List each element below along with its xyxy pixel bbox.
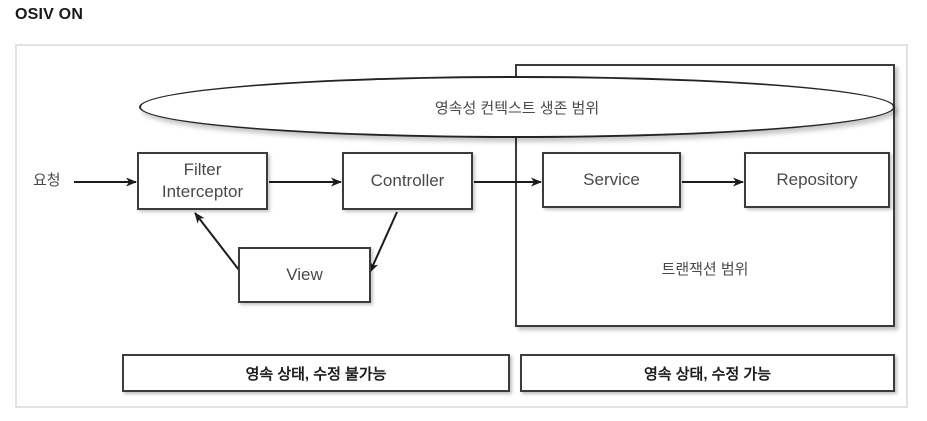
state-bar-writable: 영속 상태, 수정 가능 bbox=[520, 354, 895, 392]
request-label: 요청 bbox=[33, 172, 61, 189]
state-bar-writable-label: 영속 상태, 수정 가능 bbox=[643, 365, 772, 383]
node-service[interactable]: Service bbox=[542, 152, 681, 208]
node-filter-line1: Filter bbox=[183, 160, 222, 179]
node-view[interactable]: View bbox=[238, 247, 371, 303]
node-controller[interactable]: Controller bbox=[342, 152, 473, 210]
node-repository[interactable]: Repository bbox=[744, 152, 890, 208]
node-repository-label: Repository bbox=[776, 170, 858, 189]
arrow-layer bbox=[74, 177, 744, 273]
node-service-label: Service bbox=[583, 170, 640, 189]
page-title: OSIV ON bbox=[15, 6, 84, 23]
persistence-context-scope-ellipse: 영속성 컨텍스트 생존 범위 bbox=[139, 76, 895, 138]
diagram-frame: 영속성 컨텍스트 생존 범위 요청 Filter bbox=[15, 44, 908, 408]
persistence-context-scope-label: 영속성 컨텍스트 생존 범위 bbox=[434, 99, 600, 117]
node-filter-line2: Interceptor bbox=[161, 182, 244, 201]
arrow-view-to-filter bbox=[194, 212, 240, 271]
state-bar-readonly-label: 영속 상태, 수정 불가능 bbox=[245, 365, 387, 383]
node-view-label: View bbox=[286, 265, 323, 284]
arrow-controller-to-view bbox=[369, 211, 398, 273]
diagram-stage: 영속성 컨텍스트 생존 범위 요청 Filter bbox=[17, 46, 910, 410]
transaction-scope-label: 트랜잭션 범위 bbox=[661, 261, 749, 278]
node-filter-interceptor[interactable]: Filter Interceptor bbox=[137, 152, 268, 210]
node-controller-label: Controller bbox=[370, 171, 445, 190]
transaction-scope-box bbox=[515, 64, 895, 327]
state-bar-readonly: 영속 상태, 수정 불가능 bbox=[122, 354, 510, 392]
